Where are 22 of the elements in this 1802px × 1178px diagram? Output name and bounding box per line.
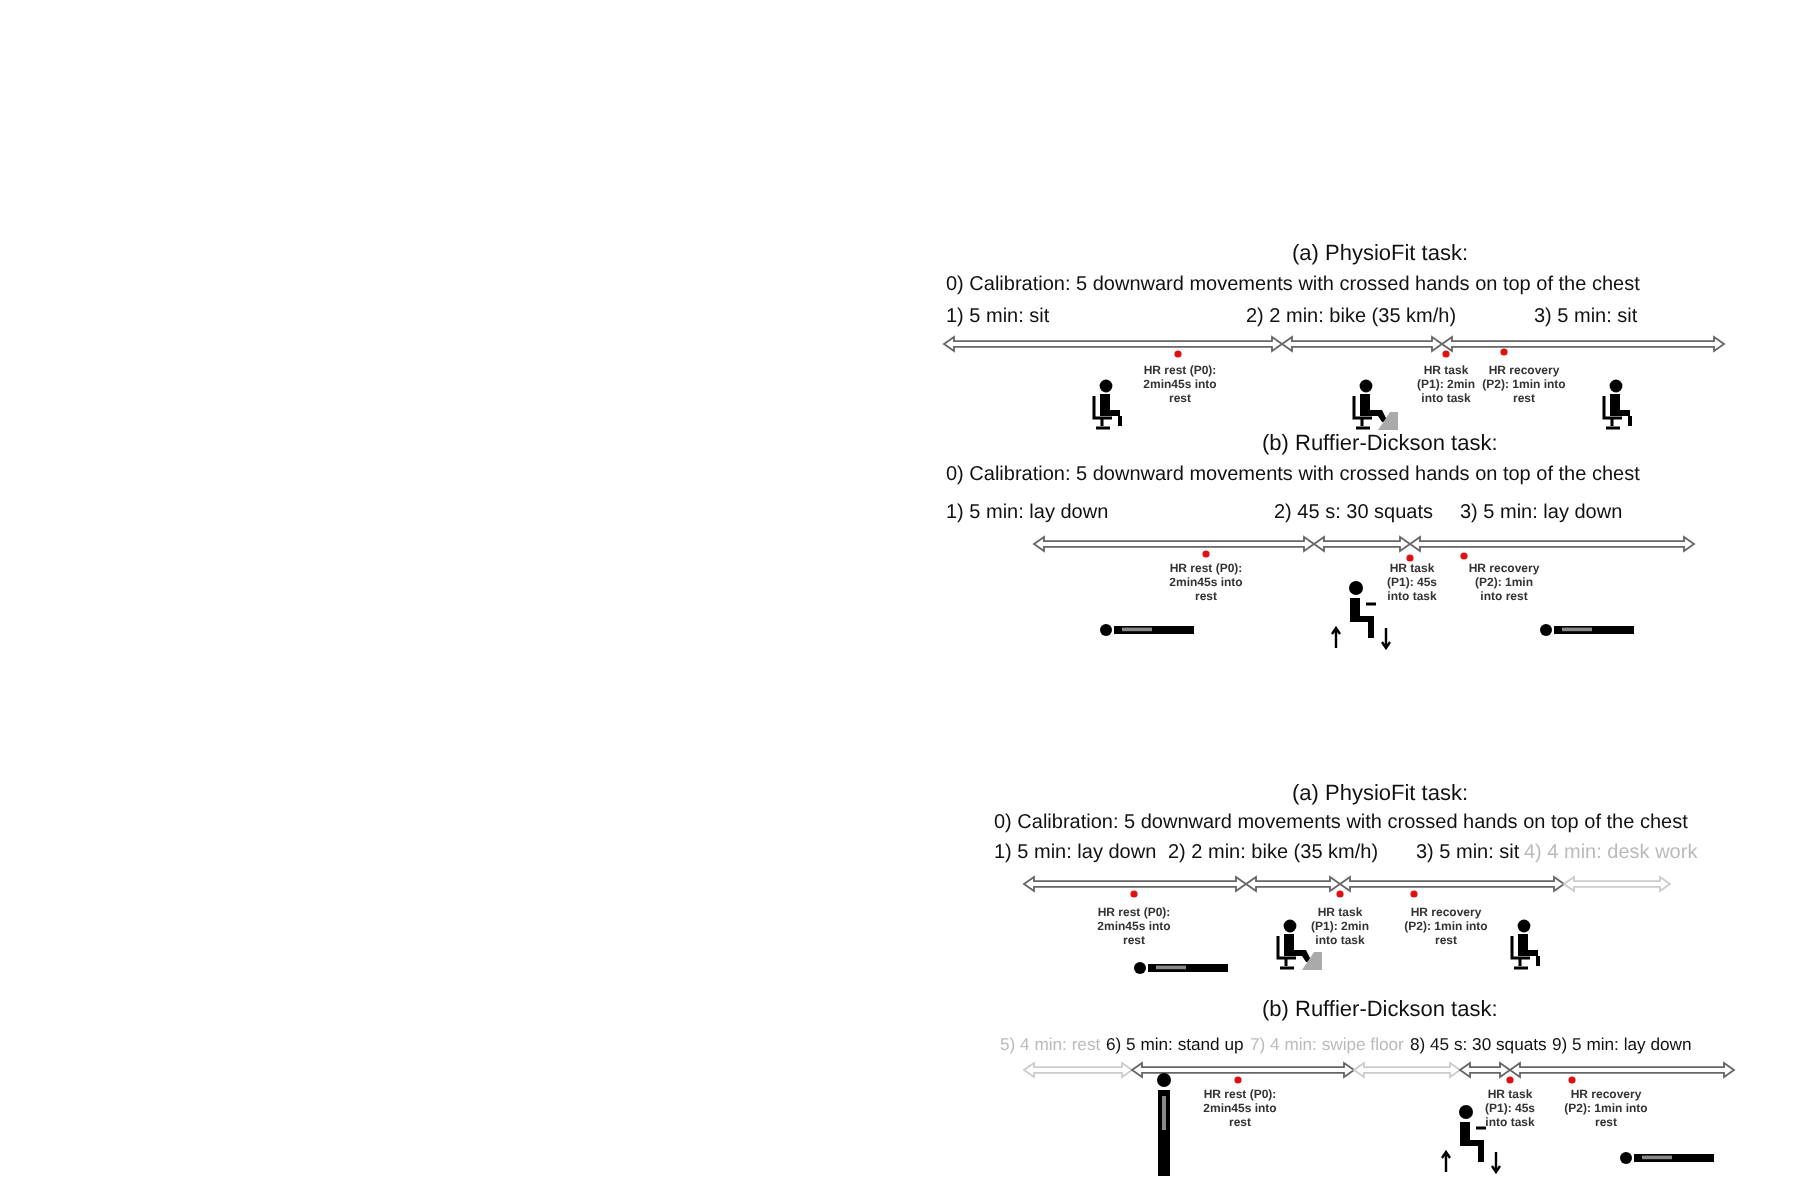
phase-label: 1) 5 min: lay down [994,842,1157,864]
phase-label: 3) 5 min: sit [1534,306,1638,328]
panel-heading: (b) Ruffier-Dickson task: [1262,432,1498,456]
phase-label: 0) Calibration: 5 downward movements with crossed hands on top of the chest [946,274,1640,296]
phase-label: 2) 2 min: bike (35 km/h) [1246,306,1457,328]
phase-label: 3) 5 min: lay down [1460,502,1623,524]
panel-heading: (a) PhysioFit task: [1292,242,1469,266]
phase-label: 0) Calibration: 5 downward movements with crossed hands on top of the chest [994,812,1688,834]
phase-label: 5) 4 min: rest [1000,1034,1101,1054]
phase-label: 6) 5 min: stand up [1106,1034,1244,1054]
phase-label: 8) 45 s: 30 squats [1410,1034,1547,1054]
panel-heading: (a) PhysioFit task: [1292,782,1469,806]
phase-label: 4) 4 min: desk work [1524,842,1698,864]
phase-label: 2) 2 min: bike (35 km/h) [1168,842,1379,864]
phase-label: 1) 5 min: lay down [946,502,1109,524]
phase-label: 9) 5 min: lay down [1552,1034,1692,1054]
phase-label: 1) 5 min: sit [946,306,1050,328]
panel-heading: (b) Ruffier-Dickson task: [1262,998,1498,1022]
phase-label: 3) 5 min: sit [1416,842,1520,864]
phase-label: 0) Calibration: 5 downward movements with crossed hands on top of the chest [946,464,1640,486]
phase-label: 7) 4 min: swipe floor [1250,1034,1404,1054]
phase-label: 2) 45 s: 30 squats [1274,502,1433,524]
